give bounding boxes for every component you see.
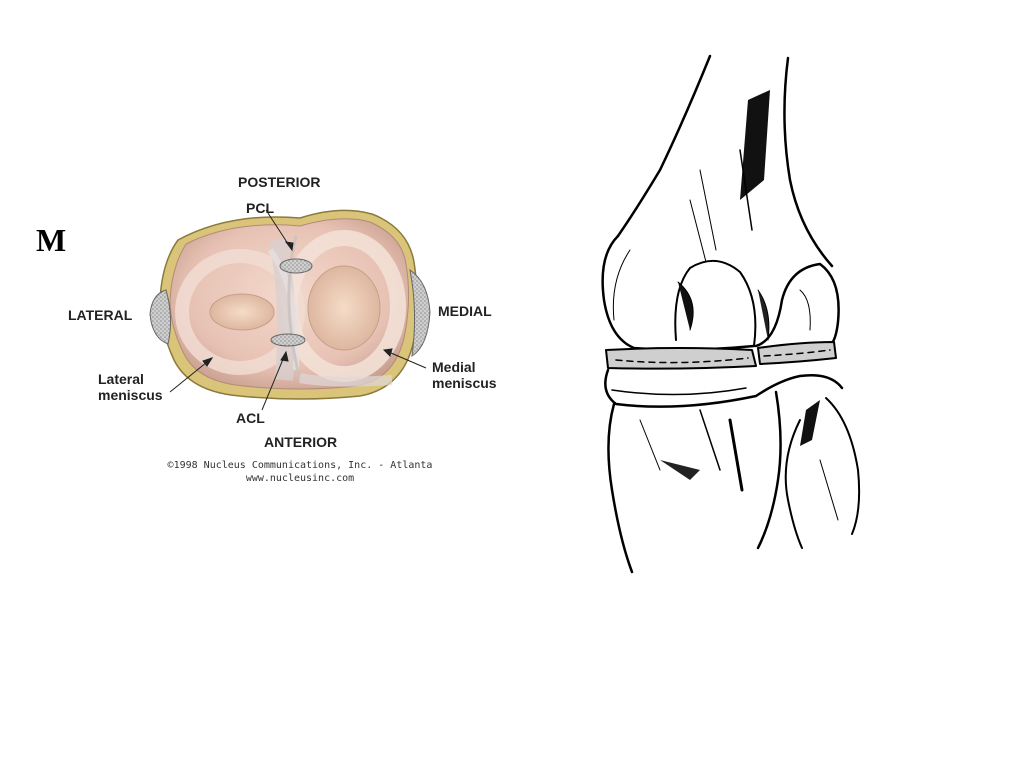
label-medial-meniscus-line2: meniscus bbox=[432, 375, 497, 391]
label-lateral-meniscus-line1: Lateral bbox=[98, 371, 144, 387]
label-lateral-meniscus-line2: meniscus bbox=[98, 387, 163, 403]
label-pcl: PCL bbox=[246, 200, 274, 216]
label-medial-meniscus-line1: Medial bbox=[432, 359, 476, 375]
label-posterior: POSTERIOR bbox=[238, 174, 321, 190]
label-leader-lines bbox=[169, 209, 427, 411]
knee-joint-drawing bbox=[601, 54, 861, 574]
label-lateral: LATERAL bbox=[68, 307, 133, 323]
copyright-credit: ©1998 Nucleus Communications, Inc. - Atl… bbox=[167, 460, 433, 471]
tibial-plateau-illustration bbox=[149, 209, 431, 400]
label-acl: ACL bbox=[236, 410, 265, 426]
slide-letter-m: M bbox=[36, 222, 67, 258]
credit-website: www.nucleusinc.com bbox=[245, 473, 355, 484]
label-medial: MEDIAL bbox=[438, 303, 492, 319]
label-anterior: ANTERIOR bbox=[264, 434, 338, 450]
